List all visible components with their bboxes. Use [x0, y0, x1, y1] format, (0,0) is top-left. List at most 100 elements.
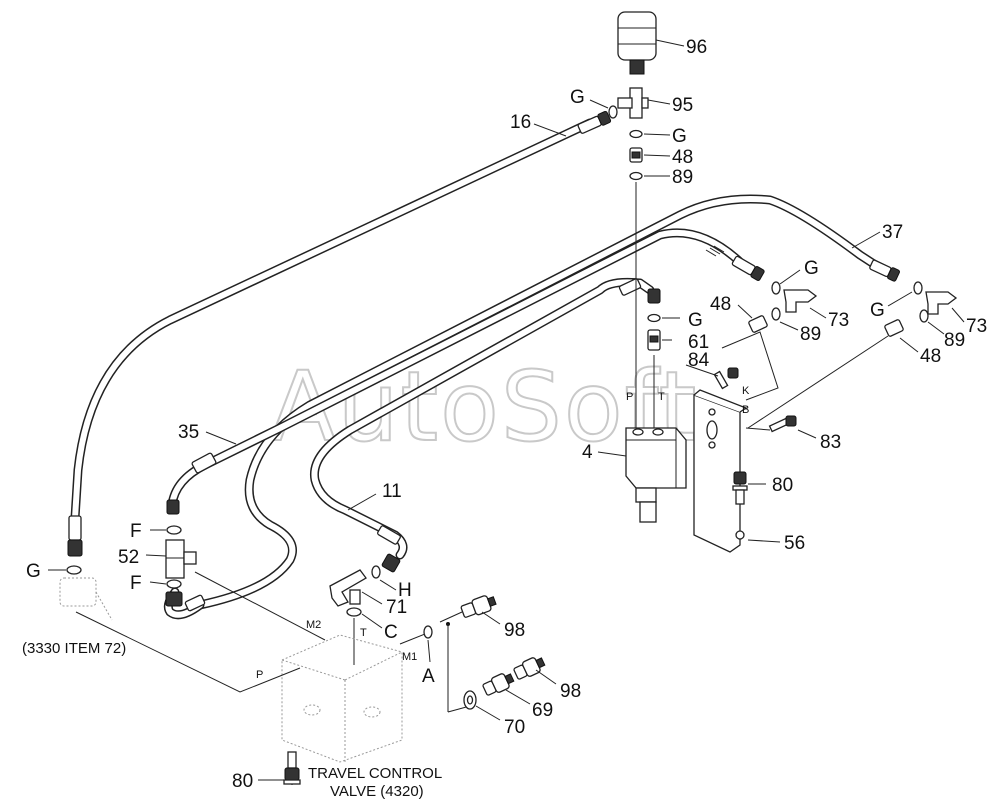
hose-lower-sleeve [184, 594, 206, 612]
callout-83: 83 [820, 432, 841, 453]
callout-48-a: 48 [710, 294, 731, 315]
hose-37-mid-fitting [731, 255, 765, 281]
part-4-block [625, 427, 687, 523]
callout-g-48: G [672, 126, 687, 147]
hose-11-bottom-sleeve [377, 525, 401, 545]
path-m2 [194, 571, 326, 641]
path-k [721, 331, 779, 401]
callout-73b: 73 [966, 316, 987, 337]
hose-37-fitting [869, 259, 900, 282]
oring-89-top [629, 171, 643, 181]
hose-35-sleeve [191, 452, 217, 474]
part-52-tee [165, 539, 197, 579]
note-3330-item72: (3330 ITEM 72) [22, 640, 126, 657]
callout-73a: 73 [828, 310, 849, 331]
oring-a [423, 625, 433, 639]
hose-37-hatch [705, 245, 725, 257]
leader-lines [48, 39, 965, 781]
part-98-switch-a [460, 595, 497, 618]
callout-g-73b: G [870, 300, 885, 321]
callout-89-b: 89 [944, 330, 965, 351]
part-48-adapter-top [629, 147, 643, 163]
hose-35 [166, 228, 765, 515]
callout-a: A [422, 666, 435, 687]
hose-11-nut [381, 553, 401, 573]
travel-control-valve-ghost [281, 634, 403, 763]
oring-g-left [66, 565, 82, 575]
part-71-tee [329, 569, 367, 607]
hose-16-nut [67, 539, 83, 557]
callout-98-a: 98 [504, 620, 525, 641]
hose-11-top-nut [647, 288, 661, 304]
callout-61: 61 [688, 332, 709, 353]
callout-98-b: 98 [560, 681, 581, 702]
callout-84: 84 [688, 350, 710, 371]
path-p [75, 611, 301, 693]
oring-89-a [771, 307, 781, 321]
port-label-m2: M2 [306, 619, 321, 631]
port-label-k: K [742, 385, 750, 397]
callout-89-top: 89 [672, 167, 693, 188]
callout-80-lower: 80 [232, 771, 253, 792]
port-label-b: B [742, 404, 749, 416]
hose-37 [195, 194, 900, 610]
part-80-bolt-lower [283, 751, 301, 785]
callout-71: 71 [386, 597, 407, 618]
oring-g-48 [629, 129, 643, 139]
port-label-m1: M1 [402, 651, 417, 663]
part-73-elbow-b [925, 291, 958, 315]
callout-70: 70 [504, 717, 525, 738]
port-label-t-block: T [658, 391, 665, 403]
oring-g-73b [913, 281, 923, 295]
oring-g-61 [647, 313, 661, 323]
oring-h [371, 565, 381, 579]
callout-g-73a: G [804, 258, 819, 279]
hose-16 [67, 110, 612, 557]
port-label-p-block: P [626, 391, 633, 403]
part-70-washer [463, 690, 477, 710]
port-label-t-valve: T [360, 627, 367, 639]
callout-96: 96 [686, 37, 707, 58]
callout-69: 69 [532, 700, 553, 721]
oring-g-95 [608, 105, 618, 119]
hose-f-nut [165, 591, 183, 607]
part-48-adapter-b [884, 319, 904, 337]
callout-11: 11 [382, 481, 402, 502]
part-61-adapter [647, 329, 661, 351]
part-80-bolt-bracket [732, 471, 748, 505]
part-69-switch [482, 673, 515, 696]
note-valve-line2: VALVE (4320) [330, 783, 424, 800]
callout-48-top: 48 [672, 147, 693, 168]
note-valve-line1: TRAVEL CONTROL [308, 765, 442, 782]
port-label-p-valve: P [256, 669, 263, 681]
part-83-bolt [768, 415, 797, 433]
callout-f-upper: F [130, 521, 142, 542]
oring-89-b [919, 309, 929, 323]
part-96-accumulator [617, 11, 657, 75]
part-48-adapter-a [748, 315, 768, 333]
hose-11 [309, 277, 661, 560]
oring-g-73a [771, 281, 781, 295]
callout-g-95: G [570, 87, 585, 108]
hose-16-end-fitting [68, 515, 82, 541]
callout-4: 4 [582, 442, 593, 463]
path-b [747, 335, 889, 429]
leader-83-axis [745, 427, 771, 431]
hose-11-top-sleeve [618, 278, 642, 296]
callout-80-bracket: 80 [772, 475, 793, 496]
oring-f-lower [166, 579, 182, 589]
oring-f-upper [166, 525, 182, 535]
part-84-bolt [713, 367, 739, 390]
callout-g-61: G [688, 310, 703, 331]
callout-35: 35 [178, 422, 199, 443]
callout-h: H [398, 580, 412, 601]
callout-16: 16 [510, 112, 531, 133]
hose-35-nut [166, 499, 180, 515]
callout-c: C [384, 622, 398, 643]
callout-56: 56 [784, 533, 805, 554]
callout-89-a: 89 [800, 324, 821, 345]
hose-16-top-fitting [577, 110, 612, 134]
leader-98a-axis [439, 611, 463, 623]
part-56-bracket [693, 389, 748, 553]
